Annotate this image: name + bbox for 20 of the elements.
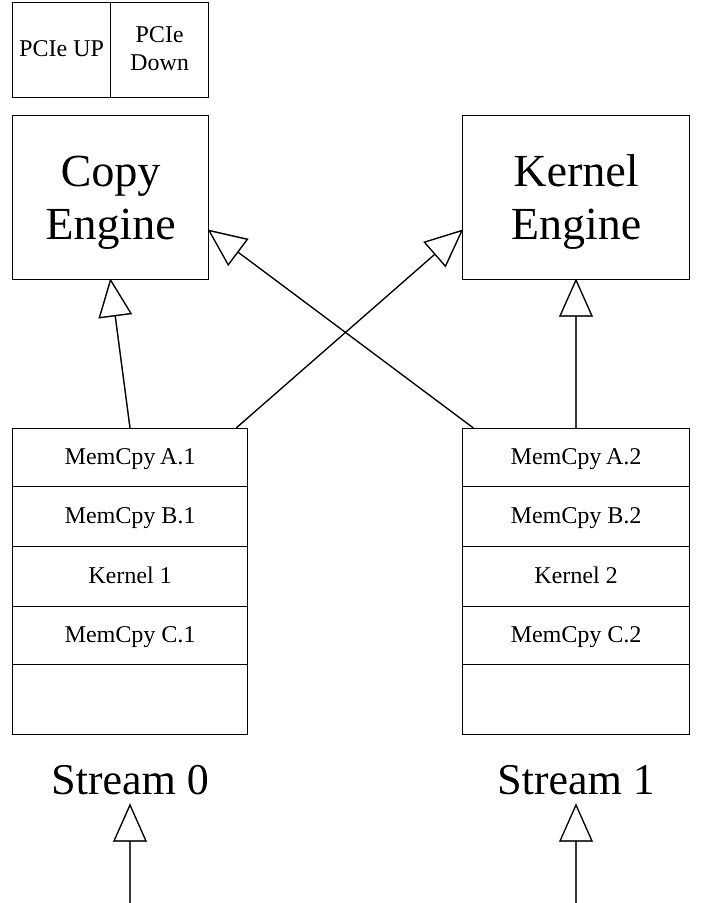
queue-slot: MemCpy C.1 — [12, 606, 248, 665]
queue-slot: MemCpy C.2 — [462, 606, 690, 665]
pcie-cell: PCIe UP — [12, 2, 111, 98]
empty-slot — [12, 664, 248, 735]
arrow — [559, 804, 593, 903]
engine-box: Copy Engine — [12, 115, 209, 280]
queue-slot: Kernel 2 — [462, 546, 690, 607]
queue-slot: MemCpy B.2 — [462, 486, 690, 547]
queue-slot: Kernel 1 — [12, 546, 248, 607]
empty-slot — [462, 664, 690, 735]
queue-slot: MemCpy A.1 — [12, 428, 248, 487]
pcie-cell: PCIe Down — [110, 2, 209, 98]
stream-label: Stream 1 — [496, 755, 656, 805]
queue-slot: MemCpy B.1 — [12, 486, 248, 547]
queue-slot: MemCpy A.2 — [462, 428, 690, 487]
stream-label: Stream 0 — [50, 755, 210, 805]
arrow — [113, 804, 147, 903]
arrow — [559, 279, 593, 428]
engine-box: Kernel Engine — [462, 115, 690, 280]
arrow — [98, 279, 132, 428]
